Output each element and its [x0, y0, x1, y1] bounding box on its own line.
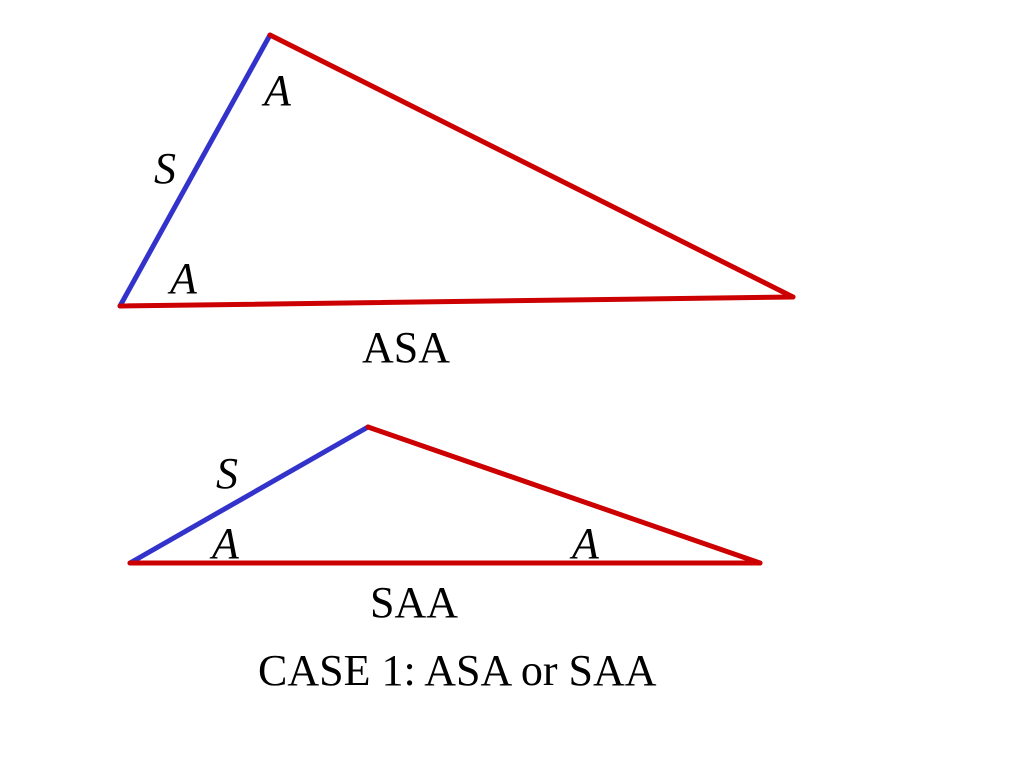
asa-caption: ASA	[362, 323, 450, 372]
case-title: CASE 1: ASA or SAA	[258, 646, 657, 695]
saa-caption: SAA	[370, 578, 458, 627]
saa-triangle: S A A SAA	[127, 424, 763, 627]
saa-non-included-side	[127, 424, 371, 566]
asa-included-side	[117, 32, 273, 309]
saa-side-label: S	[216, 449, 238, 498]
saa-right-edge	[365, 424, 763, 566]
asa-bottom-edge	[117, 294, 796, 309]
saa-angle-label-right: A	[569, 519, 600, 568]
saa-angle-label-left: A	[209, 519, 240, 568]
asa-angle-label-top: A	[261, 66, 292, 115]
asa-angle-label-bottom: A	[167, 254, 198, 303]
asa-top-edge	[267, 32, 796, 300]
asa-side-label: S	[154, 144, 176, 193]
asa-triangle: A S A ASA	[117, 32, 796, 372]
